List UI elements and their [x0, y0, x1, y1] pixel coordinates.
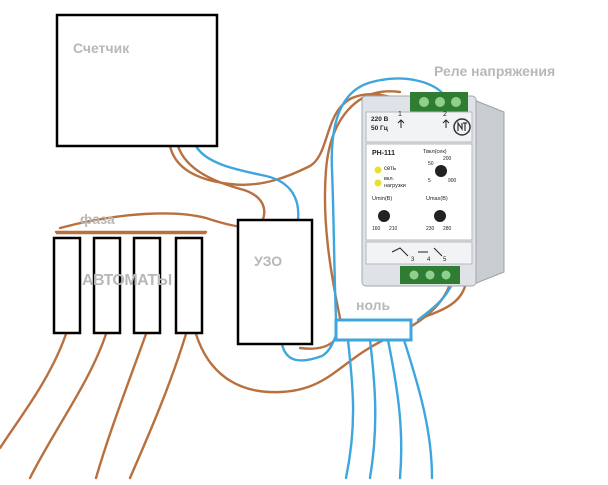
rcd-box	[236, 218, 314, 346]
umin-knob	[378, 210, 390, 222]
umax-tick-0: 230	[426, 226, 435, 232]
breaker-output-1	[0, 332, 68, 450]
neutral-output-4	[402, 338, 434, 480]
relay-title-label: Реле напряжения	[434, 63, 556, 79]
led-load-label-1: вкл.	[384, 176, 395, 182]
led-net-icon	[374, 166, 382, 174]
relay-bottom-terminal-5: 5	[443, 257, 447, 263]
umax-knob	[434, 210, 446, 222]
tdelay-label: Твкл(сек)	[423, 149, 447, 155]
neutral-wire-meter-to-rcd	[194, 144, 300, 222]
relay-rating-freq: 50 Гц	[371, 125, 388, 132]
neutral-wire-relay-loop	[330, 77, 450, 320]
neutral-wires	[194, 77, 458, 480]
relay-front-panel	[365, 143, 473, 241]
breaker-4	[174, 236, 204, 335]
breakers	[52, 236, 204, 335]
relay-terminal-1: 1	[398, 111, 402, 118]
neutral-bar	[334, 318, 413, 342]
breaker-3	[132, 236, 162, 335]
tdelay-knob	[435, 165, 447, 177]
relay-side	[473, 99, 505, 285]
breaker-output-2	[28, 332, 108, 480]
breaker-output-4	[128, 332, 188, 480]
breaker-2	[92, 236, 122, 335]
umin-label: Umin(В)	[372, 196, 393, 202]
rcd-label: УЗО	[254, 253, 283, 269]
neutral-output-2	[368, 338, 377, 480]
breakers-label: АВТОМАТЫ	[82, 272, 172, 289]
relay-rating-voltage: 220 В	[371, 116, 389, 123]
umax-tick-1: 280	[443, 226, 452, 232]
relay-bottom-plate	[365, 241, 473, 265]
phase-wire-meter-to-relay	[168, 92, 407, 186]
neutral-label: ноль	[356, 297, 391, 313]
neutral-output-1	[344, 338, 355, 480]
nt-logo-icon	[453, 118, 471, 136]
breaker-1	[52, 236, 82, 335]
meter-box	[55, 13, 219, 148]
relay-terminal-2: 2	[443, 111, 447, 118]
breaker-output-3	[94, 332, 148, 480]
voltage-relay	[361, 92, 505, 287]
umin-tick-1: 210	[389, 226, 398, 232]
tdelay-tick-2: 5	[428, 178, 431, 184]
meter-label: Счетчик	[73, 40, 130, 56]
relay-bottom-terminal-3: 3	[411, 257, 415, 263]
relay-bottom-terminal-4: 4	[427, 257, 431, 263]
led-load-label-2: нагрузки	[384, 183, 406, 189]
neutral-output-3	[386, 338, 403, 480]
tdelay-tick-3: 900	[448, 178, 457, 184]
tdelay-tick-0: 50	[428, 161, 434, 167]
led-net-label: сеть	[384, 166, 397, 172]
phase-label: фаза	[80, 211, 115, 227]
umax-label: Umax(В)	[426, 196, 448, 202]
tdelay-tick-1: 200	[443, 156, 452, 162]
umin-tick-0: 160	[372, 226, 381, 232]
relay-model: РН-111	[372, 150, 395, 157]
led-load-icon	[374, 179, 382, 187]
phase-wire-relay-out	[194, 274, 454, 394]
